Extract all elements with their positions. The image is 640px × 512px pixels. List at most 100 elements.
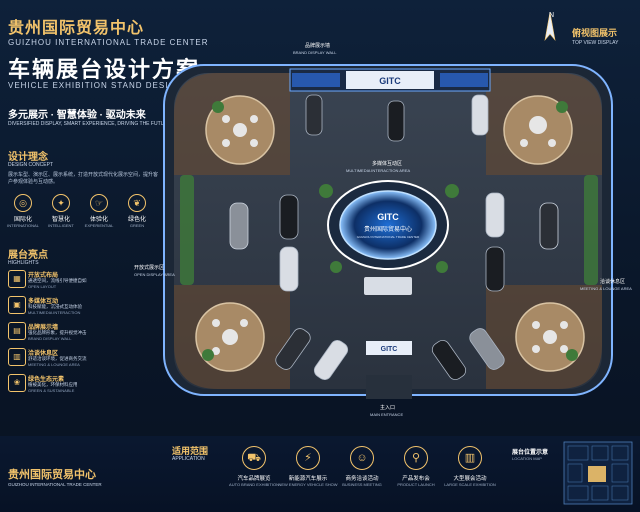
pillar-label: 智慧化 — [51, 217, 70, 223]
top-view-title-en: TOP VIEW DISPLAY — [572, 40, 619, 46]
screen-icon: ▣ — [8, 296, 26, 314]
hand-icon: ☞ — [90, 194, 108, 212]
highlight-desc: 通透空间，流线引导便捷自如 — [28, 278, 87, 283]
application-label-en: AUTO BRAND EXHIBITION — [229, 482, 279, 487]
vehicle — [485, 246, 505, 292]
highlight-desc-en: GREEN & SUSTAINABLE — [28, 388, 75, 393]
highlight-desc-en: BRAND DISPLAY WALL — [28, 336, 72, 341]
footer-band — [0, 436, 640, 512]
application-label-en: NEW ENERGY VEHICLE SHOW — [278, 482, 338, 487]
stage-title-en: GUIZHOU INTERNATIONAL TRADE CENTER — [357, 235, 420, 239]
pillar-label-en: GREEN — [129, 223, 145, 228]
highlight-label: 开放式布局 — [28, 273, 59, 279]
vehicle — [431, 339, 467, 381]
highlight-desc-en: OPEN LAYOUT — [28, 284, 57, 289]
brain-icon: ✦ — [52, 194, 70, 212]
highlight-desc: 舒适洽谈环境，促进商务交流 — [28, 356, 87, 361]
highlight-label: 多媒体互动 — [28, 299, 59, 305]
vehicle — [279, 246, 299, 292]
central-stage — [339, 190, 437, 260]
vehicle — [275, 328, 311, 370]
highlight-desc-en: MEETING & LOUNGE AREA — [28, 362, 80, 367]
org-name-cn: 贵州国际贸易中心 — [8, 20, 145, 37]
stage-title: 贵州国际贸易中心 — [364, 225, 412, 233]
pillar-label: 国际化 — [13, 217, 32, 223]
main-entrance-path — [366, 375, 412, 399]
sofa-icon: ▥ — [8, 348, 26, 366]
application-label: 商务洽谈活动 — [345, 476, 379, 482]
page-title: 车辆展台设计方案 — [8, 57, 201, 82]
vehicle — [229, 202, 249, 250]
brand-icon: ▤ — [8, 322, 26, 340]
brand-wall-screen-left — [292, 73, 340, 87]
concept-title-en: DESIGN CONCEPT — [8, 162, 54, 168]
vehicle — [279, 194, 299, 240]
brand-wall-panel — [346, 71, 434, 89]
highlight-desc: 强化品牌形象，提升视觉冲击 — [28, 330, 87, 335]
meeting-area-label-en: MEETING & LOUNGE AREA — [580, 286, 632, 291]
lounge-tables — [212, 115, 568, 355]
stage-logo: GITC — [377, 212, 399, 222]
pillar-label: 绿色化 — [127, 217, 146, 223]
vehicle — [469, 328, 505, 370]
vehicle — [387, 100, 405, 142]
plant-decorations — [180, 101, 598, 361]
ev-car-icon: ⚡ — [296, 446, 320, 470]
pillar-label-en: EXPERIENTIAL — [84, 223, 114, 228]
entrance-logo: GITC — [381, 346, 398, 353]
brand-wall-label: 品牌展示墙 — [305, 43, 331, 49]
application-nev: ⚡ 新能源汽车展示 NEW ENERGY VEHICLE SHOW — [276, 446, 340, 487]
highlight-desc: 植被美化，环保材料应用 — [28, 382, 78, 387]
vehicle — [471, 94, 489, 136]
highlight-label: 品牌展示墙 — [28, 325, 59, 331]
highlight-desc-en: MULTIMEDIA INTERACTION — [28, 310, 81, 315]
application-business: ☺ 商务洽谈活动 BUSINESS MEETING — [330, 446, 394, 487]
footer-org-name: 贵州国际贸易中心 — [8, 469, 96, 481]
vehicle — [313, 339, 349, 381]
application-label-en: LARGE SCALE EXHIBITION — [444, 482, 496, 487]
highlight-desc: 科技赋能，沉浸式互动体验 — [28, 304, 82, 309]
highlights-title: 展台亮点 — [8, 250, 48, 261]
car-icon: ⛟ — [242, 446, 266, 470]
compass-icon — [544, 11, 556, 42]
main-entrance-label-en: MAIN ENTRANCE — [370, 412, 404, 417]
vehicle — [485, 192, 505, 238]
application-label: 产品发布会 — [402, 476, 430, 482]
open-display-label-en: OPEN DISPLAY AREA — [134, 272, 175, 277]
application-auto-brand: ⛟ 汽车品牌展览 AUTO BRAND EXHIBITION — [222, 446, 286, 487]
layout-icon: ▦ — [8, 270, 26, 288]
org-name-en: GUIZHOU INTERNATIONAL TRADE CENTER — [8, 38, 209, 47]
leaf-icon: ❦ — [128, 194, 146, 212]
location-map-title: 展台位置示意 — [512, 450, 549, 456]
brand-wall-screen-right — [440, 73, 488, 87]
eco-icon: ❀ — [8, 374, 26, 392]
highlight-label: 绿色生态元素 — [28, 377, 65, 383]
pillar-green: ❦ 绿色化 GREEN — [120, 194, 154, 228]
multimedia-label: 多媒体互动区 — [372, 161, 403, 167]
concept-title: 设计理念 — [8, 152, 48, 163]
pin-icon: ⚲ — [404, 446, 428, 470]
meeting-area-label: 洽谈休息区 — [600, 279, 626, 285]
brand-wall-label-en: BRAND DISPLAY WALL — [293, 50, 337, 55]
vehicle-group — [229, 94, 559, 381]
compass-north-label: N — [549, 12, 555, 19]
building-icon: ▥ — [458, 446, 482, 470]
vehicle — [539, 202, 559, 250]
pillar-experiential: ☞ 体验化 EXPERIENTIAL — [82, 194, 116, 228]
floor-plan: GITC GITC 贵州国际贸易中心 GUIZHOU INTERNATIONAL… — [163, 64, 613, 399]
vehicle — [305, 94, 323, 136]
application-large-scale: ▥ 大型展会活动 LARGE SCALE EXHIBITION — [438, 446, 502, 487]
highlights-title-en: HIGHLIGHTS — [8, 260, 39, 266]
pillar-international: ◎ 国际化 INTERNATIONAL — [6, 194, 40, 228]
brand-wall-logo: GITC — [379, 76, 401, 86]
footer-org-name-en: GUIZHOU INTERNATIONAL TRADE CENTER — [8, 482, 102, 487]
entrance-sign — [366, 341, 412, 355]
people-icon: ☺ — [350, 446, 374, 470]
slogan-en: DIVERSIFIED DISPLAY, SMART EXPERIENCE, D… — [8, 121, 172, 127]
multimedia-label-en: MULTIMEDIA INTERACTION AREA — [346, 168, 411, 173]
location-map-title-en: LOCATION MAP — [512, 456, 542, 461]
page-title-en: VEHICLE EXHIBITION STAND DESIGN — [8, 81, 183, 90]
open-display-label: 开放式展示区 — [134, 265, 165, 271]
application-title: 适用范围 — [172, 446, 209, 456]
application-launch: ⚲ 产品发布会 PRODUCT LAUNCH — [384, 446, 448, 487]
